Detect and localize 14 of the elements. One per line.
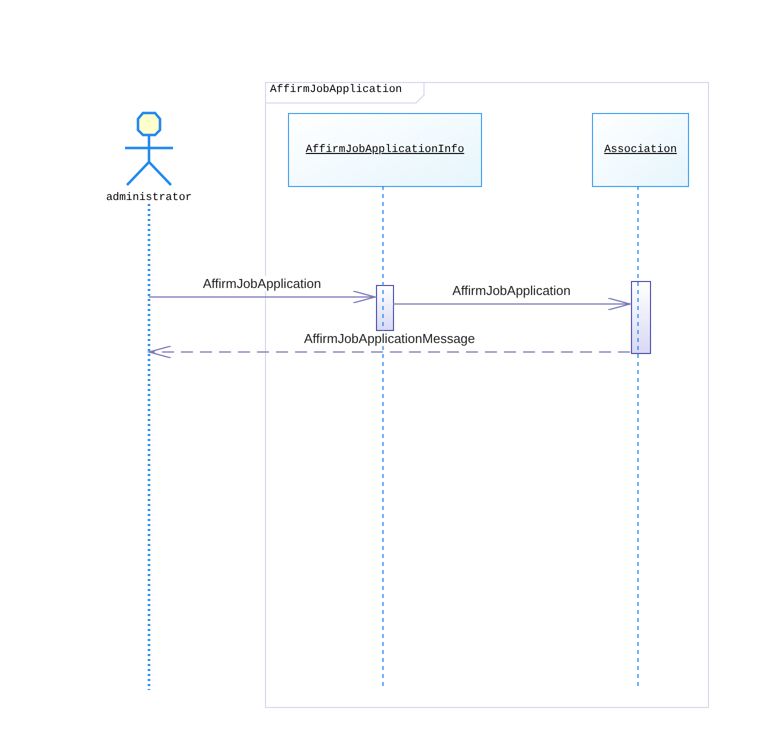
object-name: Association (604, 144, 677, 156)
object-box (288, 113, 482, 187)
object-box (592, 113, 689, 187)
activation-bar (376, 285, 394, 331)
message-arrow (148, 345, 630, 359)
message-arrow (149, 290, 376, 304)
message-label: AffirmJobApplication (450, 283, 573, 298)
frame-title: AffirmJobApplication (269, 83, 404, 98)
activation-bar (631, 281, 651, 354)
message-label: AffirmJobApplication (200, 276, 324, 291)
actor-name: administrator (105, 192, 193, 204)
message-arrow (393, 297, 631, 311)
message-label: AffirmJobApplicationMessage (302, 331, 477, 346)
object-name: AffirmJobApplicationInfo (306, 144, 464, 156)
